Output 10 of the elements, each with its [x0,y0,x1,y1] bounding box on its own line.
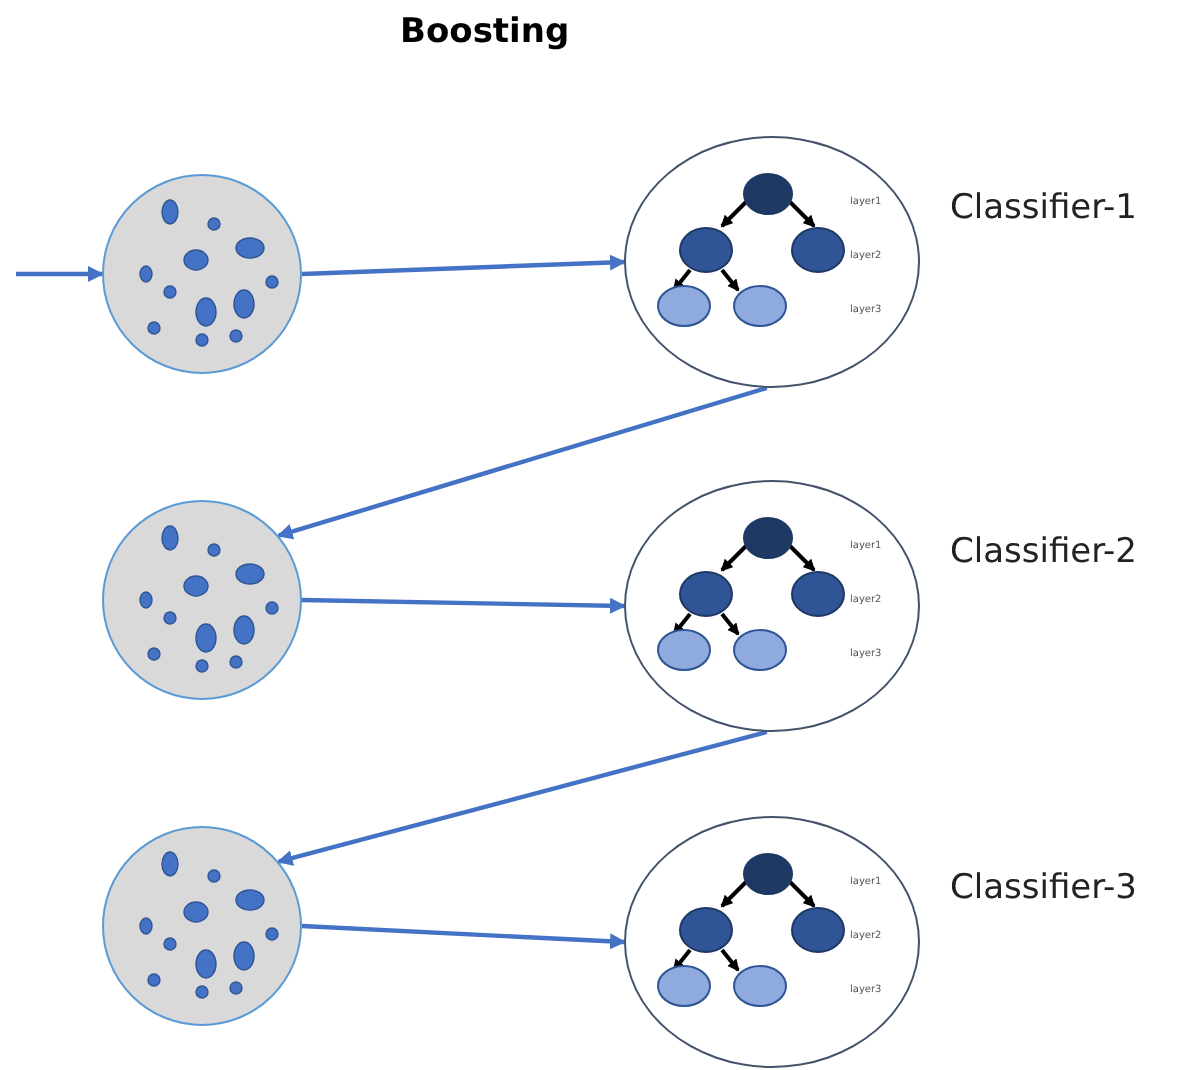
arrow [301,597,626,614]
arrow [276,729,768,866]
arrow [301,923,626,950]
classifier-label: Classifier-1 [950,188,1137,228]
classifier-label: Classifier-3 [950,868,1137,908]
diagram-title: Boosting [400,12,570,52]
arrow [276,385,768,540]
arrow [16,266,104,282]
classifier-label: Classifier-2 [950,532,1137,572]
arrow [301,254,626,277]
